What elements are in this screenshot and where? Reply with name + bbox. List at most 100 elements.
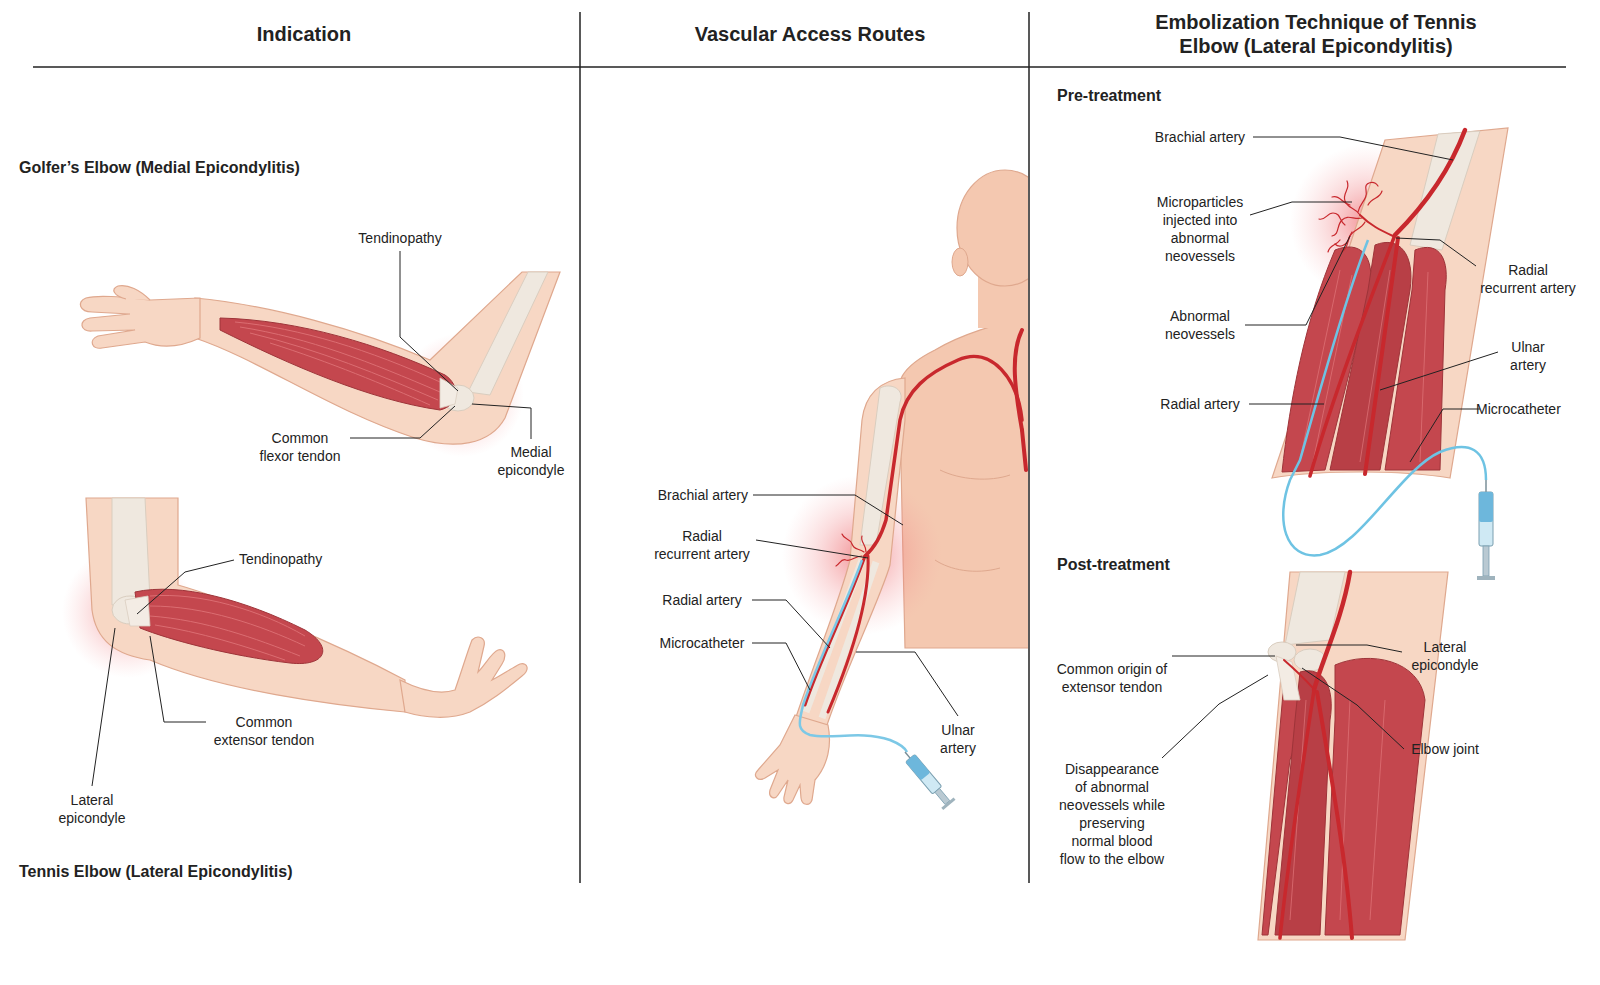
leader-lines xyxy=(400,251,458,391)
body-figure xyxy=(940,470,1010,479)
post-treatment-forearm xyxy=(1314,572,1350,690)
leader-lines xyxy=(752,643,810,690)
part-label: Ulnar artery xyxy=(1503,338,1553,374)
pre-treatment-forearm xyxy=(1272,128,1508,478)
golfers-elbow-arm xyxy=(250,333,438,400)
leader-lines xyxy=(1396,238,1476,266)
leader-lines xyxy=(150,636,206,722)
part-label: Medial epicondyle xyxy=(493,443,569,479)
panel-heading: Vascular Access Routes xyxy=(650,22,970,46)
pre-treatment-forearm xyxy=(1365,238,1398,474)
pre-treatment-forearm xyxy=(1360,270,1390,462)
tennis-elbow-arm xyxy=(86,498,405,712)
part-label: Brachial artery xyxy=(588,486,748,504)
leader-lines xyxy=(137,560,234,614)
part-label: Abnormal neovessels xyxy=(1160,307,1240,343)
syringe xyxy=(935,788,950,804)
part-label: Radial recurrent artery xyxy=(653,527,751,563)
part-label: Common extensor tendon xyxy=(211,713,317,749)
pre-treatment-forearm xyxy=(1332,217,1362,236)
body-figure xyxy=(836,556,862,566)
post-treatment-forearm xyxy=(1280,690,1314,938)
part-label: Ulnar artery xyxy=(933,721,983,757)
syringe xyxy=(1479,492,1493,522)
tennis-elbow-arm xyxy=(62,498,527,717)
panel-rules xyxy=(33,66,1566,68)
syringe xyxy=(1483,546,1489,576)
golfers-elbow-arm xyxy=(468,272,548,395)
syringe xyxy=(905,752,910,758)
body-figure xyxy=(952,248,968,276)
section-title: Pre-treatment xyxy=(1057,86,1257,106)
body-figure xyxy=(957,170,1028,286)
body-figure xyxy=(862,536,866,552)
syringe xyxy=(906,754,942,794)
pre-treatment-forearm xyxy=(1335,222,1365,246)
syringe xyxy=(1477,576,1495,580)
panel-heading: Embolization Technique of Tennis Elbow (… xyxy=(1141,10,1491,58)
body-figure xyxy=(756,170,1028,804)
golfers-elbow-arm xyxy=(235,322,440,405)
leader-lines xyxy=(92,628,115,786)
golfers-elbow-arm xyxy=(270,343,430,405)
part-label: Disappearance of abnormal neovessels whi… xyxy=(1058,760,1166,868)
post-treatment-forearm xyxy=(1325,658,1425,935)
body-figure xyxy=(842,534,864,552)
leader-lines xyxy=(1302,668,1404,749)
pre-treatment-forearm xyxy=(1272,128,1508,555)
body-figure xyxy=(795,378,905,728)
post-treatment-forearm xyxy=(1280,572,1352,938)
leader-lines xyxy=(1249,404,1324,405)
tennis-elbow-arm xyxy=(112,498,150,605)
part-label: Brachial artery xyxy=(1130,128,1270,146)
tennis-elbow-arm xyxy=(150,616,300,656)
body-figure xyxy=(800,560,907,752)
pre-treatment-forearm xyxy=(1358,183,1378,212)
part-label: Microcatheter xyxy=(1476,400,1596,418)
pre-treatment-forearm xyxy=(1344,181,1360,215)
section-title: Golfer’s Elbow (Medial Epicondylitis) xyxy=(19,158,439,178)
body-figure xyxy=(1022,430,1026,470)
post-treatment-forearm xyxy=(1370,700,1385,920)
section-title: Tennis Elbow (Lateral Epicondylitis) xyxy=(19,862,439,882)
leader-lines xyxy=(1250,202,1352,215)
golfers-elbow-arm xyxy=(80,272,560,457)
leader-lines xyxy=(92,137,1498,786)
part-label: Radial artery xyxy=(1130,395,1270,413)
part-label: Lateral epicondyle xyxy=(1407,638,1483,674)
pre-treatment-forearm xyxy=(1310,130,1465,476)
tennis-elbow-arm xyxy=(125,596,150,626)
leader-lines xyxy=(1253,137,1453,160)
syringe xyxy=(899,747,956,810)
body-figure xyxy=(756,715,830,804)
golfers-elbow-arm xyxy=(195,272,560,444)
part-label: Common flexor tendon xyxy=(256,429,344,465)
leader-lines xyxy=(350,406,455,438)
leader-lines xyxy=(1172,656,1275,657)
pre-treatment-forearm xyxy=(1319,181,1382,252)
tennis-elbow-arm xyxy=(155,625,285,660)
part-label: Radial artery xyxy=(622,591,782,609)
tennis-elbow-arm xyxy=(150,606,305,646)
pre-treatment-forearm xyxy=(1319,213,1345,225)
syringe xyxy=(1479,492,1493,546)
leader-lines xyxy=(1296,645,1402,652)
post-treatment-forearm xyxy=(1285,572,1345,645)
post-treatment-forearm xyxy=(1317,692,1352,938)
syringe xyxy=(1485,480,1487,492)
pre-treatment-forearm xyxy=(1395,130,1465,235)
golfers-elbow-arm xyxy=(240,327,440,392)
syringe xyxy=(906,754,931,780)
body-figure xyxy=(865,356,1022,556)
body-figure xyxy=(828,556,868,712)
section-title: Post-treatment xyxy=(1057,555,1257,575)
pre-treatment-forearm xyxy=(1332,197,1350,205)
post-treatment-forearm xyxy=(1284,660,1313,688)
part-label: Common origin of extensor tendon xyxy=(1054,660,1170,696)
leader-lines xyxy=(856,652,958,716)
tennis-elbow-arm xyxy=(150,595,305,660)
part-label: Lateral epicondyle xyxy=(54,791,130,827)
